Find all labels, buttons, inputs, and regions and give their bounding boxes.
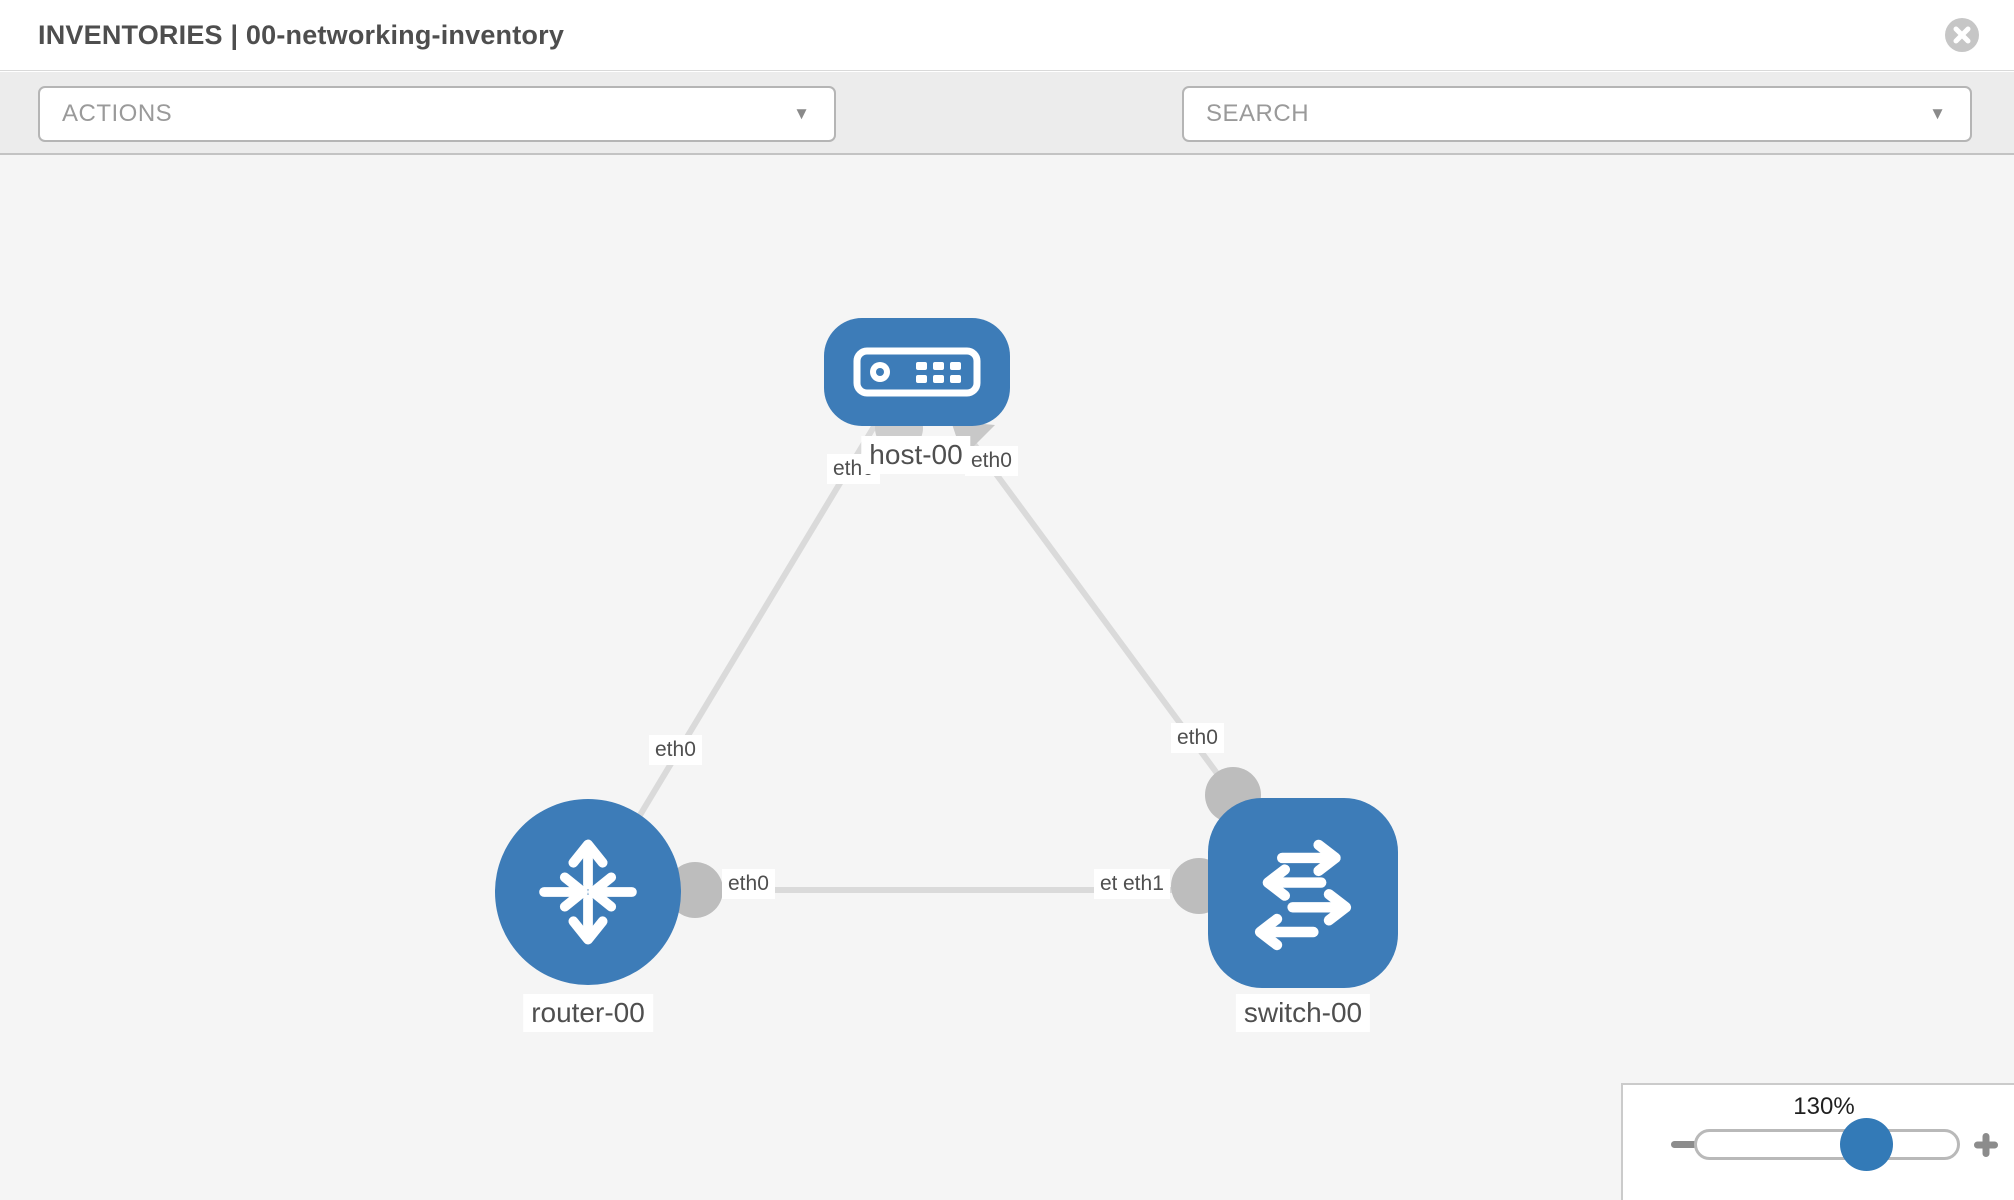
chevron-down-icon: ▼ <box>793 104 810 123</box>
actions-dropdown-label: ACTIONS <box>62 100 173 127</box>
node-router-00[interactable] <box>495 799 681 985</box>
close-icon <box>1953 26 1971 44</box>
interface-label-host-eth0-right: eth0 <box>965 446 1018 476</box>
zoom-level-value: 130% <box>1793 1093 1855 1120</box>
zoom-control-panel: 130% − + <box>1621 1083 2014 1200</box>
link-host-router[interactable] <box>625 418 881 837</box>
zoom-slider-thumb[interactable] <box>1840 1118 1893 1171</box>
node-switch-00[interactable] <box>1208 798 1398 988</box>
host-icon <box>853 347 981 397</box>
topology-canvas[interactable]: host-00 router-00 switch-00 eth0 eth0 et… <box>0 155 2014 1200</box>
interface-label-switch-eth1: eth1 <box>1117 869 1170 899</box>
node-label-host[interactable]: host-00 <box>861 436 971 474</box>
interface-label-router-eth0: eth0 <box>722 869 775 899</box>
page-title: INVENTORIES | 00-networking-inventory <box>38 19 565 50</box>
links-layer <box>588 404 1300 918</box>
search-dropdown[interactable]: SEARCH ▼ <box>1182 86 1972 142</box>
router-icon <box>539 839 637 945</box>
switch-icon <box>1254 839 1352 951</box>
plus-icon <box>1974 1133 1998 1157</box>
toolbar: ACTIONS ▼ SEARCH ▼ <box>0 72 2014 207</box>
zoom-in-button[interactable]: + <box>1971 1130 2001 1165</box>
zoom-out-button[interactable]: − <box>1671 1141 1697 1148</box>
interface-dot-router-eth0[interactable] <box>667 862 723 918</box>
actions-dropdown[interactable]: ACTIONS ▼ <box>38 86 836 142</box>
interface-label-router-eth0-uplink: eth0 <box>649 735 702 765</box>
interface-label-switch-eth0-uplink: eth0 <box>1171 723 1224 753</box>
node-host-00[interactable] <box>824 318 1010 426</box>
zoom-slider[interactable] <box>1694 1118 1960 1171</box>
node-label-switch[interactable]: switch-00 <box>1235 994 1371 1032</box>
chevron-down-icon: ▼ <box>1929 104 1946 123</box>
node-label-router[interactable]: router-00 <box>523 994 653 1032</box>
close-button[interactable] <box>1945 18 1979 52</box>
header-bar: INVENTORIES | 00-networking-inventory <box>0 0 2014 71</box>
search-dropdown-label: SEARCH <box>1206 100 1310 127</box>
